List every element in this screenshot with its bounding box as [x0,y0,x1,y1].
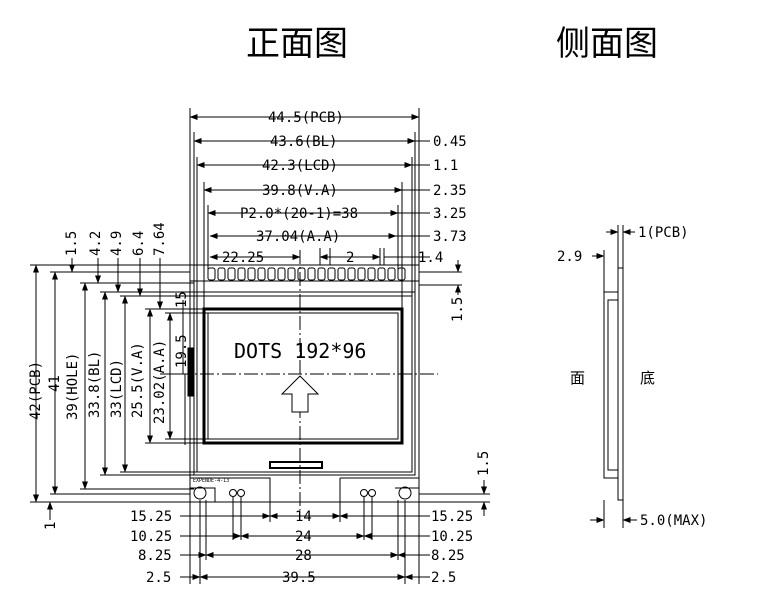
dim-b2-right: 10.25 [431,529,473,545]
pin [348,268,355,280]
dim-bl-height: 33.8(BL) [87,351,103,418]
pin [318,268,325,280]
mount-hole [238,490,245,497]
dim-pin-pitch: P2.0*(20-1)=38 [240,206,358,222]
side-view-title: 侧面图 [556,24,658,64]
dim-top-5: 7.64 [152,222,168,256]
pin [388,268,395,280]
dim-b2-left: 10.25 [130,529,172,545]
dim-b1-right: 15.25 [431,509,473,525]
dim-pin-offset: 3.25 [433,206,467,222]
pin [268,268,275,280]
side-label-bottom: 底 [640,369,655,387]
pin [308,268,315,280]
side-dim-left: 2.9 [557,249,582,265]
pin [208,268,215,280]
dim-va-offset: 2.35 [433,183,467,199]
bottom-tab-right [340,478,419,502]
front-view-title: 正面图 [246,24,348,64]
dim-aa-height: 23.02(A.A) [152,340,168,424]
dim-pcb-height: 42(PCB) [28,361,44,420]
side-dim-max: 5.0(MAX) [640,513,707,529]
side-pcb [618,268,623,500]
dim-b4-left: 2.5 [146,570,171,586]
dim-right-bottom: 1.5 [476,451,492,476]
side-label-face: 面 [570,369,585,387]
dim-b4-mid: 39.5 [282,570,316,586]
dim-b1-mid: 14 [295,509,312,525]
mount-hole [361,490,368,497]
dim-bl-offset: 0.45 [433,134,467,150]
pin [358,268,365,280]
viewing-area [204,309,402,443]
pin [288,268,295,280]
pin [378,268,385,280]
side-dim-pcb: 1(PCB) [638,225,689,241]
orientation-arrow-icon [282,376,318,412]
dim-b1-left: 15.25 [130,509,172,525]
dim-aa-offset: 3.73 [433,229,467,245]
dim-top-2: 4.2 [88,231,104,256]
mount-hole [369,490,376,497]
dim-aa-width: 37.04(A.A) [256,229,340,245]
pin [218,268,225,280]
connector-bar [270,462,322,468]
dim-top-4: 6.4 [131,231,147,256]
side-glass [608,300,618,470]
dim-lcd-height: 33(LCD) [109,359,125,418]
dim-pin-pitch-2: 2 [346,250,354,266]
dim-top-3: 4.9 [109,231,125,256]
small-label: EXPENDE-4-13 [193,478,229,484]
dim-lcd-width: 42.3(LCD) [262,158,338,174]
pin [328,268,335,280]
dim-right-top: 1.5 [450,297,466,322]
pin [298,268,305,280]
dim-mid-2: 15 [174,291,190,308]
active-area [208,313,398,439]
side-clip [188,348,194,396]
dim-outer-height: 41 [47,375,63,392]
lcd-outline [197,296,412,472]
pin [398,268,405,280]
pin [238,268,245,280]
dim-va-width: 39.8(V.A) [262,183,338,199]
mount-hole [230,490,237,497]
dim-pin-width: 1.4 [418,250,443,266]
pin [368,268,375,280]
dim-b3-left: 8.25 [138,548,172,564]
side-module [604,292,618,478]
dim-bl-width: 43.6(BL) [270,134,337,150]
dim-top-1: 1.5 [64,231,80,256]
pin [228,268,235,280]
dim-pcb-width: 44.5(PCB) [268,110,344,126]
dim-b2-mid: 24 [295,529,312,545]
dim-bottom-1: 1 [43,522,59,530]
dim-lcd-offset: 1.1 [433,158,458,174]
pin-header [190,265,419,281]
dim-hole-height: 39(HOLE) [65,353,81,420]
dim-b3-right: 8.25 [431,548,465,564]
mount-hole [194,487,206,499]
dim-mid-1: 19.5 [174,334,190,368]
pin-row [208,268,405,280]
pin [248,268,255,280]
dim-b3-mid: 28 [295,548,312,564]
dim-va-height: 25.5(V.A) [130,342,146,418]
dim-b4-right: 2.5 [431,570,456,586]
pin [338,268,345,280]
mount-hole [399,487,411,499]
pin [258,268,265,280]
display-text: DOTS 192*96 [234,339,366,363]
dim-pin-start: 22.25 [222,250,264,266]
pin [278,268,285,280]
bottom-tab-left [190,478,270,502]
